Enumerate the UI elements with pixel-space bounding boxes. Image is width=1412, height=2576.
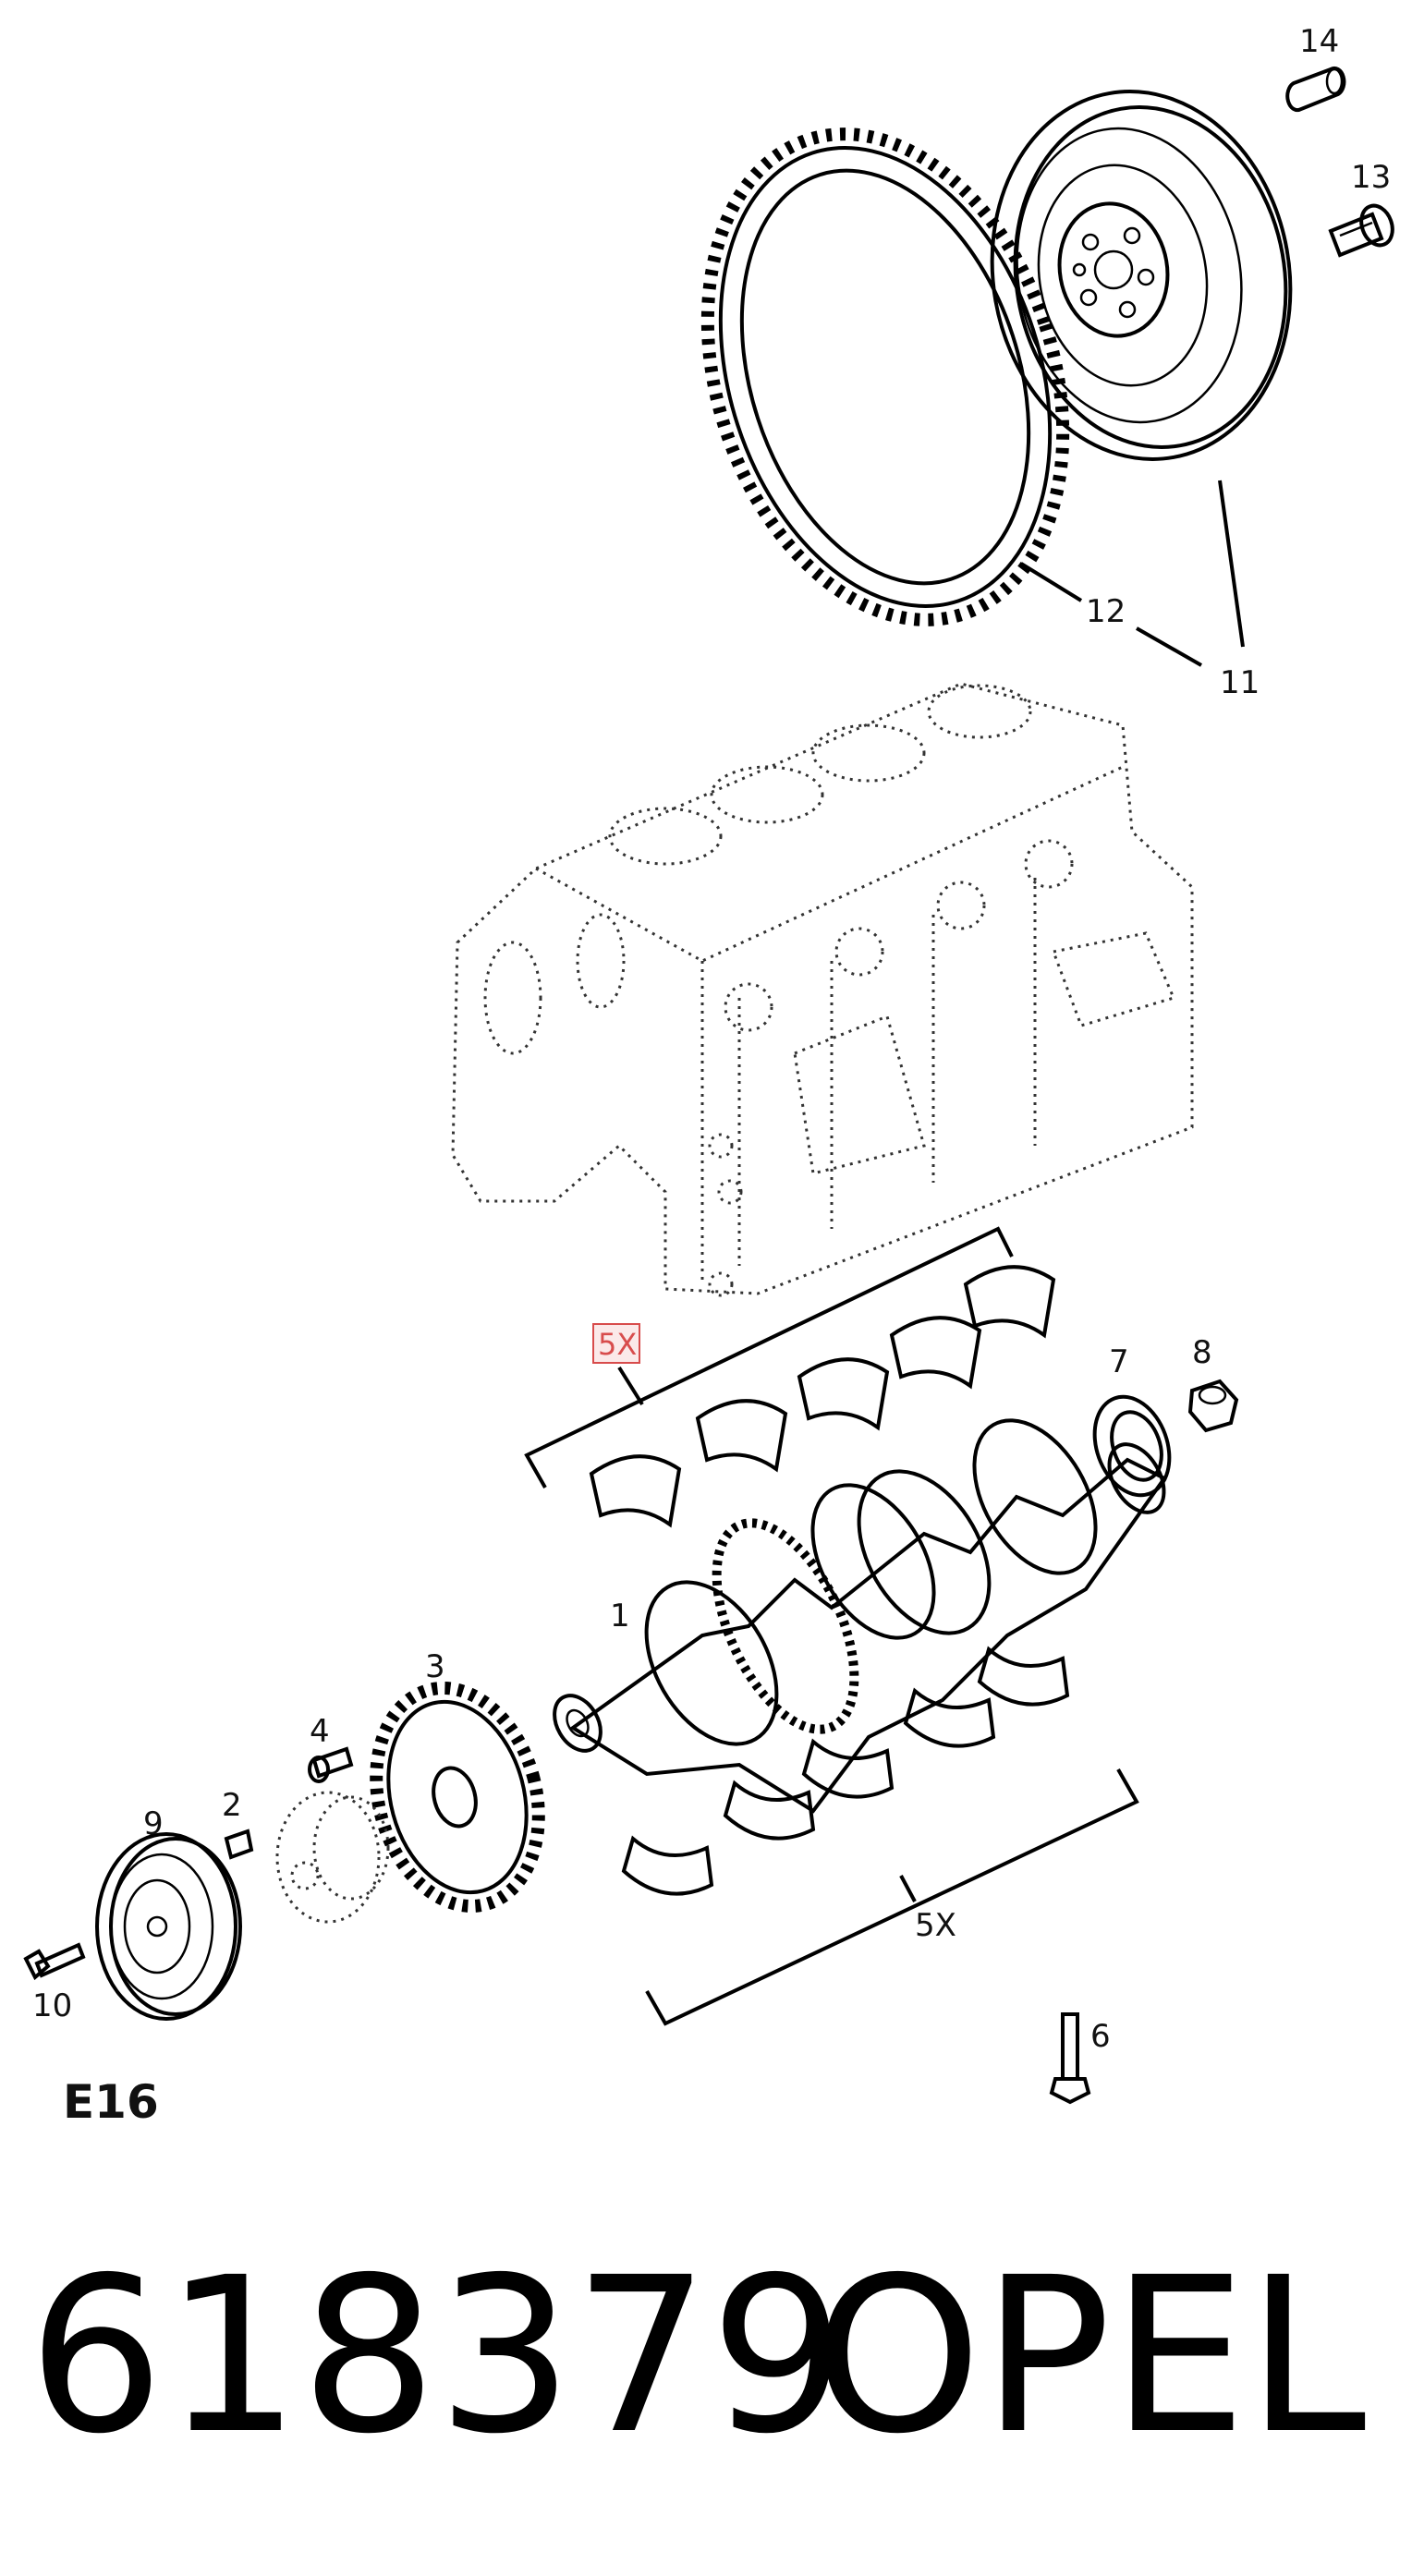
brand-name: OPEL	[813, 2231, 1366, 2481]
dowel-pin	[1285, 66, 1346, 113]
callout-3: 3	[425, 1648, 445, 1685]
flywheel	[990, 90, 1293, 461]
callout-7: 7	[1109, 1343, 1129, 1380]
callout-2: 2	[222, 1787, 242, 1824]
pilot-bearing	[1187, 1379, 1239, 1433]
crankshaft-gear	[370, 1682, 545, 1913]
callout-1: 1	[610, 1598, 630, 1634]
callout-5x-bottom: 5X	[915, 1907, 956, 1944]
callout-4: 4	[310, 1713, 330, 1750]
section-label: E16	[63, 2075, 159, 2129]
rear-oil-seal	[1092, 1394, 1172, 1498]
upper-bearing-shells	[524, 1226, 1056, 1528]
bearing-quantity-highlight	[592, 1323, 640, 1364]
lower-bearing-shells	[621, 1646, 1139, 2026]
pulley-bolt	[23, 1942, 86, 1981]
callout-8: 8	[1192, 1334, 1212, 1371]
ring-gear	[700, 128, 1070, 626]
callout-6: 6	[1090, 2018, 1111, 2055]
crankshaft	[553, 1418, 1167, 1814]
woodruff-key	[224, 1829, 254, 1860]
callout-12: 12	[1086, 593, 1126, 630]
callout-5x-top: 5X	[598, 1327, 637, 1362]
callout-9: 9	[143, 1805, 164, 1842]
callout-10: 10	[32, 1987, 72, 2024]
engine-block	[451, 682, 1194, 1297]
callout-13: 13	[1351, 159, 1391, 196]
timing-sprocket	[275, 1791, 390, 1924]
callout-14: 14	[1299, 23, 1339, 60]
part-number: 618379	[28, 2231, 846, 2481]
crankshaft-pulley	[95, 1832, 242, 2021]
flywheel-bolt	[1328, 203, 1394, 258]
main-bearing-bolt	[1049, 2012, 1091, 2105]
gear-bolt	[308, 1746, 354, 1783]
callout-11: 11	[1220, 664, 1260, 701]
